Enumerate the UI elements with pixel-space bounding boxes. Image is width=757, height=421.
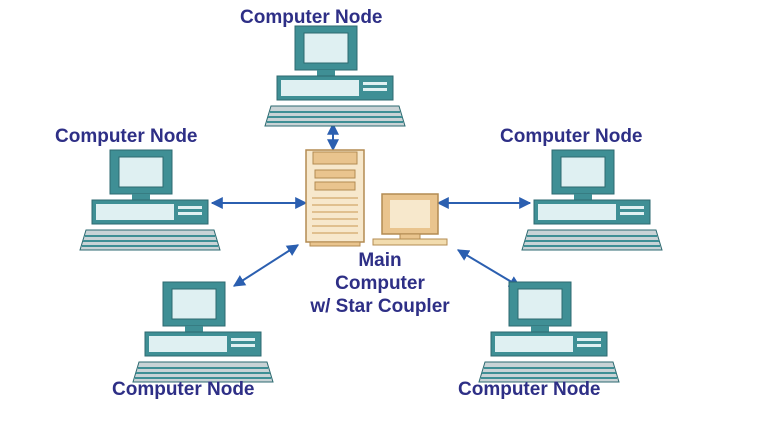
node-computer-top-icon [264,25,406,127]
connector-left-lower [232,244,300,287]
node-computer-left-lower-icon [132,281,274,383]
node-label-left-upper: Computer Node [55,126,198,147]
connectors [210,122,532,288]
node-computer-left-upper-icon [79,149,221,251]
main-computer-label-line1: Main [358,250,402,271]
connector-right-lower [456,249,522,288]
node-label-left-lower: Computer Node [112,379,255,400]
node-label-top: Computer Node [240,7,383,28]
node-computer-right-upper-icon [521,149,663,251]
main-computer-label: Main Computer w/ Star Coupler [295,249,465,319]
main-computer-label-line3: w/ Star Coupler [310,296,450,318]
monitor-icon [372,193,448,246]
main-computer-label-line2: Computer [335,273,425,295]
node-label-right-lower: Computer Node [458,379,601,400]
node-label-right-upper: Computer Node [500,126,643,147]
node-computer-right-lower-icon [478,281,620,383]
tower-server-icon [305,149,365,247]
